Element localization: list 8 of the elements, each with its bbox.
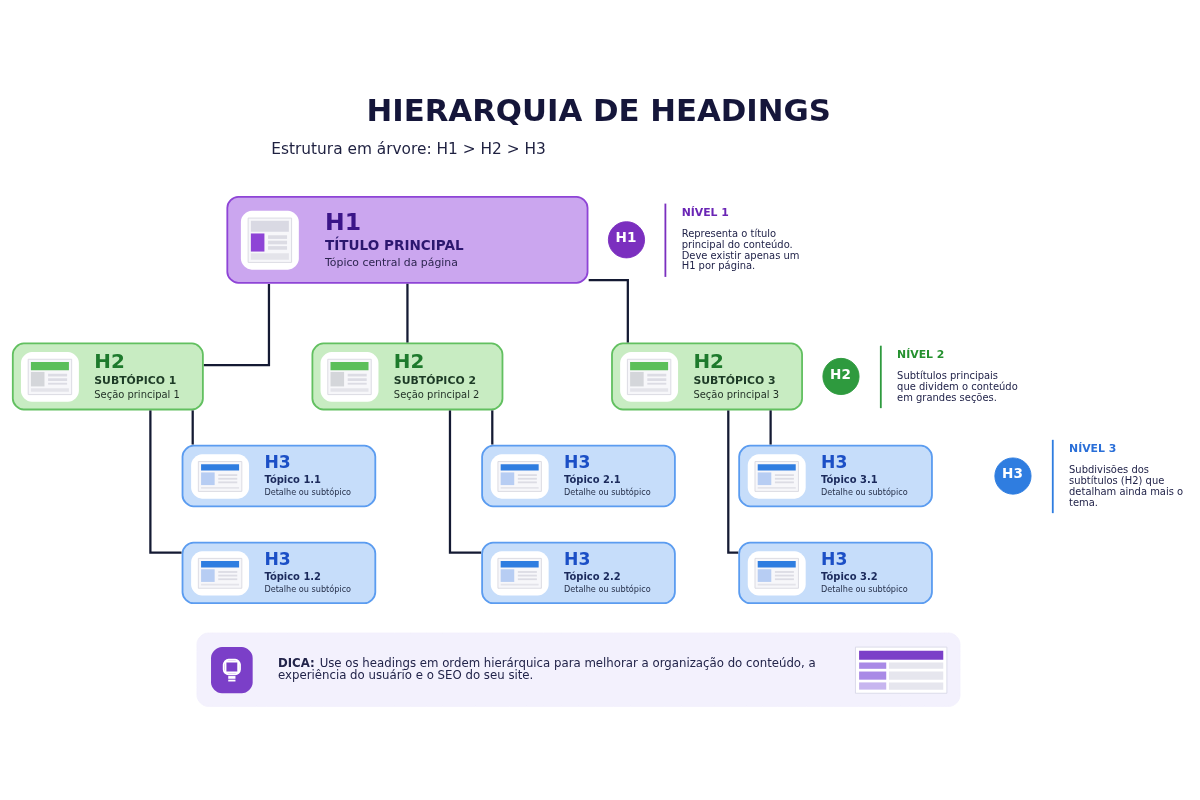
node-label: NÍVEL 3: [1069, 442, 1117, 456]
node-label: NÍVEL 2: [897, 348, 945, 361]
node-label: Subdivisões dos subtítulos (H2) que detalham ainda mais o tema.: [1069, 464, 1184, 508]
node-label: Subtítulos principais que dividem o conteúdo em grandes seções.: [897, 370, 1018, 403]
node-label: Representa o título principal do conteúdo. Deve existir apenas um H1 por página.: [681, 227, 800, 272]
diagram-title: HIERARQUIA DE HEADINGS: [366, 91, 831, 128]
label: Estrutura em árvore: H1 > H2 > H3: [271, 140, 546, 159]
node-label: NÍVEL 1: [681, 205, 729, 219]
